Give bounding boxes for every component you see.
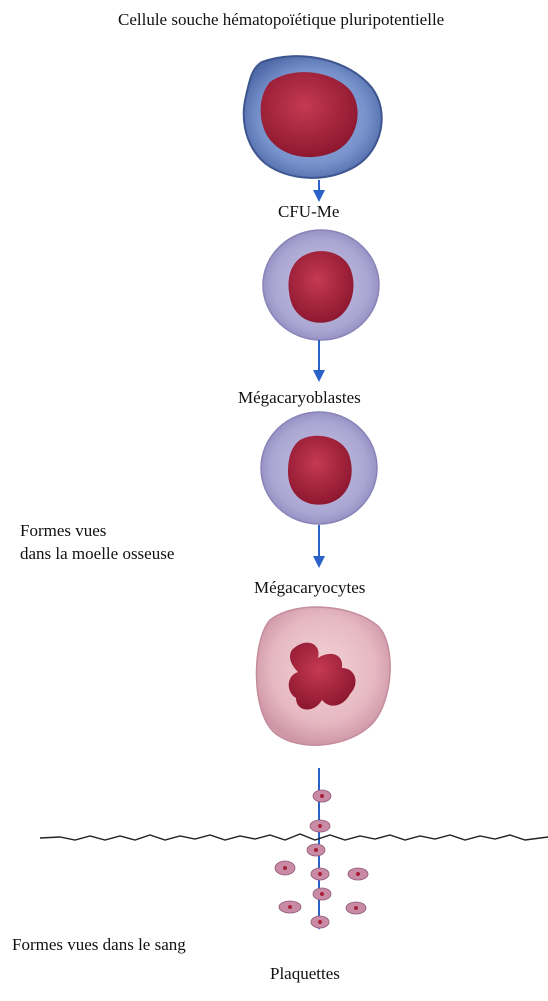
title-label: Cellule souche hématopoïétique pluripote… (118, 10, 444, 30)
megakaryoblast-cell (261, 412, 377, 524)
marrow-forms-label: Formes vues dans la moelle osseuse (20, 520, 174, 566)
stage-label-platelets: Plaquettes (270, 964, 340, 984)
stage-label-megakaryocytes: Mégacaryocytes (254, 578, 365, 598)
stem-cell-nucleus (261, 72, 358, 157)
vessel-wall-line (40, 834, 548, 840)
megakaryoblast-nucleus (288, 436, 352, 505)
blood-forms-label: Formes vues dans le sang (12, 934, 186, 957)
stage-label-megakaryoblasts: Mégacaryoblastes (238, 388, 361, 408)
stage-label-cfu-me: CFU-Me (278, 202, 339, 222)
stem-cell (244, 56, 382, 178)
megakaryocyte-cell (256, 607, 390, 745)
cfu-me-nucleus (288, 251, 353, 323)
marrow-forms-line2: dans la moelle osseuse (20, 543, 174, 566)
marrow-forms-line1: Formes vues (20, 520, 174, 543)
cfu-me-cell (263, 230, 379, 340)
